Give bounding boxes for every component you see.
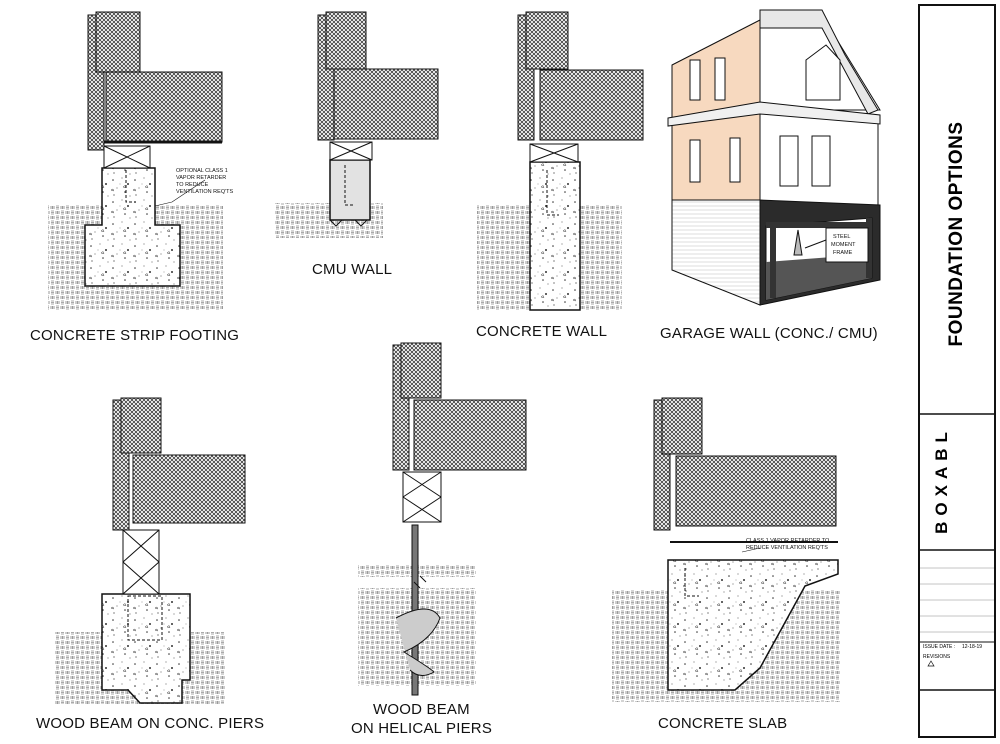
strip-footing-note-line-2: VAPOR RETARDER [176,175,226,181]
wood-beam-helical-caption-2: ON HELICAL PIERS [351,720,493,737]
garage-wall-illustration: STEEL MOMENT FRAME [667,9,881,306]
concrete-slab-note-line-1: CLASS 1 VAPOR RETARDER TO [746,538,830,544]
revisions-label: REVISIONS [923,654,951,660]
title-block-title: FOUNDATION OPTIONS [918,4,996,414]
cmu-wall-caption: CMU WALL [312,261,393,278]
strip-footing-note: OPTIONAL CLASS 1 VAPOR RETARDER TO REDUC… [176,168,234,195]
issue-date-value: 12-18-19 [962,644,983,650]
issue-date-label: ISSUE DATE : [923,644,956,650]
strip-footing-caption: CONCRETE STRIP FOOTING [30,327,240,344]
strip-footing-note-line-1: OPTIONAL CLASS 1 [176,168,228,174]
strip-footing-note-line-4: VENTILATION REQ'TS [176,189,234,195]
concrete-wall-caption: CONCRETE WALL [476,323,608,340]
garage-note-line-2: MOMENT [831,242,856,248]
garage-note: STEEL MOMENT FRAME [831,234,856,256]
wood-beam-helical-detail [358,342,527,696]
concrete-slab-detail: CLASS 1 VAPOR RETARDER TO REDUCE VENTILA… [612,397,840,702]
concrete-slab-note: CLASS 1 VAPOR RETARDER TO REDUCE VENTILA… [746,538,830,551]
strip-footing-note-line-3: TO REDUCE [176,182,209,188]
concrete-slab-caption: CONCRETE SLAB [658,715,788,732]
wood-beam-conc-piers-caption: WOOD BEAM ON CONC. PIERS [36,715,265,732]
wood-beam-helical-caption-1: WOOD BEAM [373,701,470,718]
wood-beam-conc-piers-detail [55,397,246,704]
concrete-wall-detail [477,11,644,311]
garage-wall-caption: GARAGE WALL (CONC./ CMU) [660,325,878,342]
garage-note-line-3: FRAME [833,250,853,256]
title-block [918,4,996,738]
boxabl-logo: BOXABL [930,410,954,550]
sheet-title: FOUNDATION OPTIONS [946,121,967,347]
strip-footing-detail: OPTIONAL CLASS 1 VAPOR RETARDER TO REDUC… [48,11,234,310]
concrete-slab-note-line-2: REDUCE VENTILATION REQ'TS [746,545,828,551]
cmu-wall-detail [275,11,439,238]
garage-note-line-1: STEEL [833,234,850,240]
title-block-lines [920,413,996,691]
logo-text: BOXABL [932,426,951,534]
